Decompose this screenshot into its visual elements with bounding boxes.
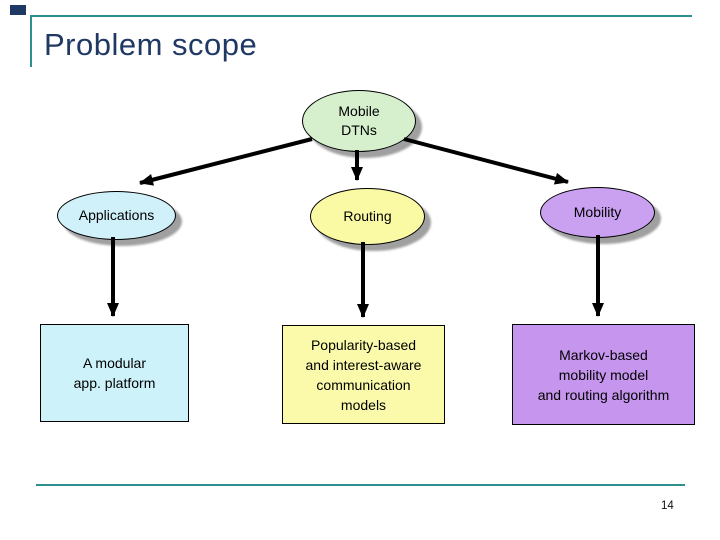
box-text-line: and routing algorithm [537,386,670,403]
node-label-line: DTNs [341,122,377,138]
box-text-line: communication [316,376,411,393]
top-frame-line [30,15,692,67]
box-text-line: A modular [82,355,147,371]
node-applications-label: Applications [78,207,155,223]
node-mobility-label: Mobility [573,204,622,220]
box-text-line: app. platform [73,375,156,391]
box-modular-app-platform: A modular app. platform [40,324,189,422]
corner-accent-square [10,5,26,15]
box-text-line: Markov-based [559,346,648,363]
box-markov-mobility: Markov-based mobility model and routing … [512,324,695,425]
arrow-root-to-applications [139,137,313,186]
box-text-line: models [340,396,387,413]
box-popularity-models: Popularity-based and interest-aware comm… [282,325,445,424]
box-text-line: mobility model [558,366,649,383]
node-mobility: Mobility [540,187,655,238]
bottom-frame-line [36,484,685,486]
node-applications: Applications [57,191,176,240]
arrow-root-to-mobility [403,137,569,185]
box-text-line: and interest-aware [305,356,422,373]
node-label-line: Mobile [338,103,380,119]
node-routing-label: Routing [343,208,392,224]
box-text-line: Popularity-based [310,336,417,353]
page-title: Problem scope [44,27,258,62]
node-routing: Routing [310,188,425,245]
node-mobile-dtns: Mobile DTNs [302,90,416,152]
node-mobile-dtns-label: Mobile DTNs [338,102,379,140]
page-number: 14 [661,500,674,512]
